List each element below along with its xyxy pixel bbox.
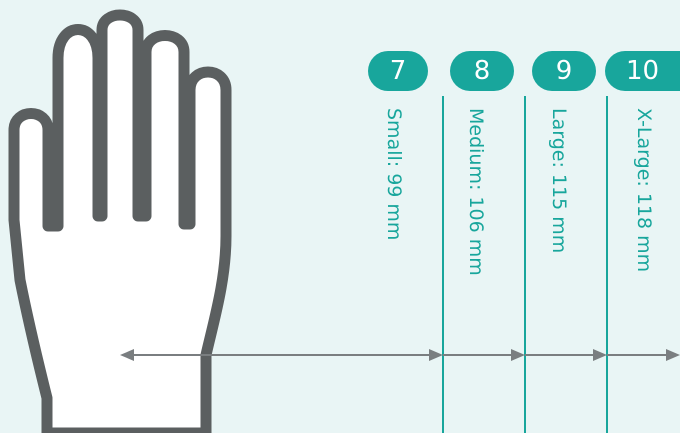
size-label-x-large: X-Large: 118 mm (634, 108, 654, 272)
size-badge-10: 10 (605, 51, 680, 91)
size-label-small: Small: 99 mm (384, 108, 404, 240)
size-badge-8: 8 (450, 51, 514, 91)
size-label-large: Large: 115 mm (549, 108, 569, 253)
size-label-medium: Medium: 106 mm (466, 108, 486, 276)
size-badge-7: 7 (368, 51, 428, 91)
hand-outline-icon (14, 15, 226, 433)
size-badge-9: 9 (532, 51, 596, 91)
